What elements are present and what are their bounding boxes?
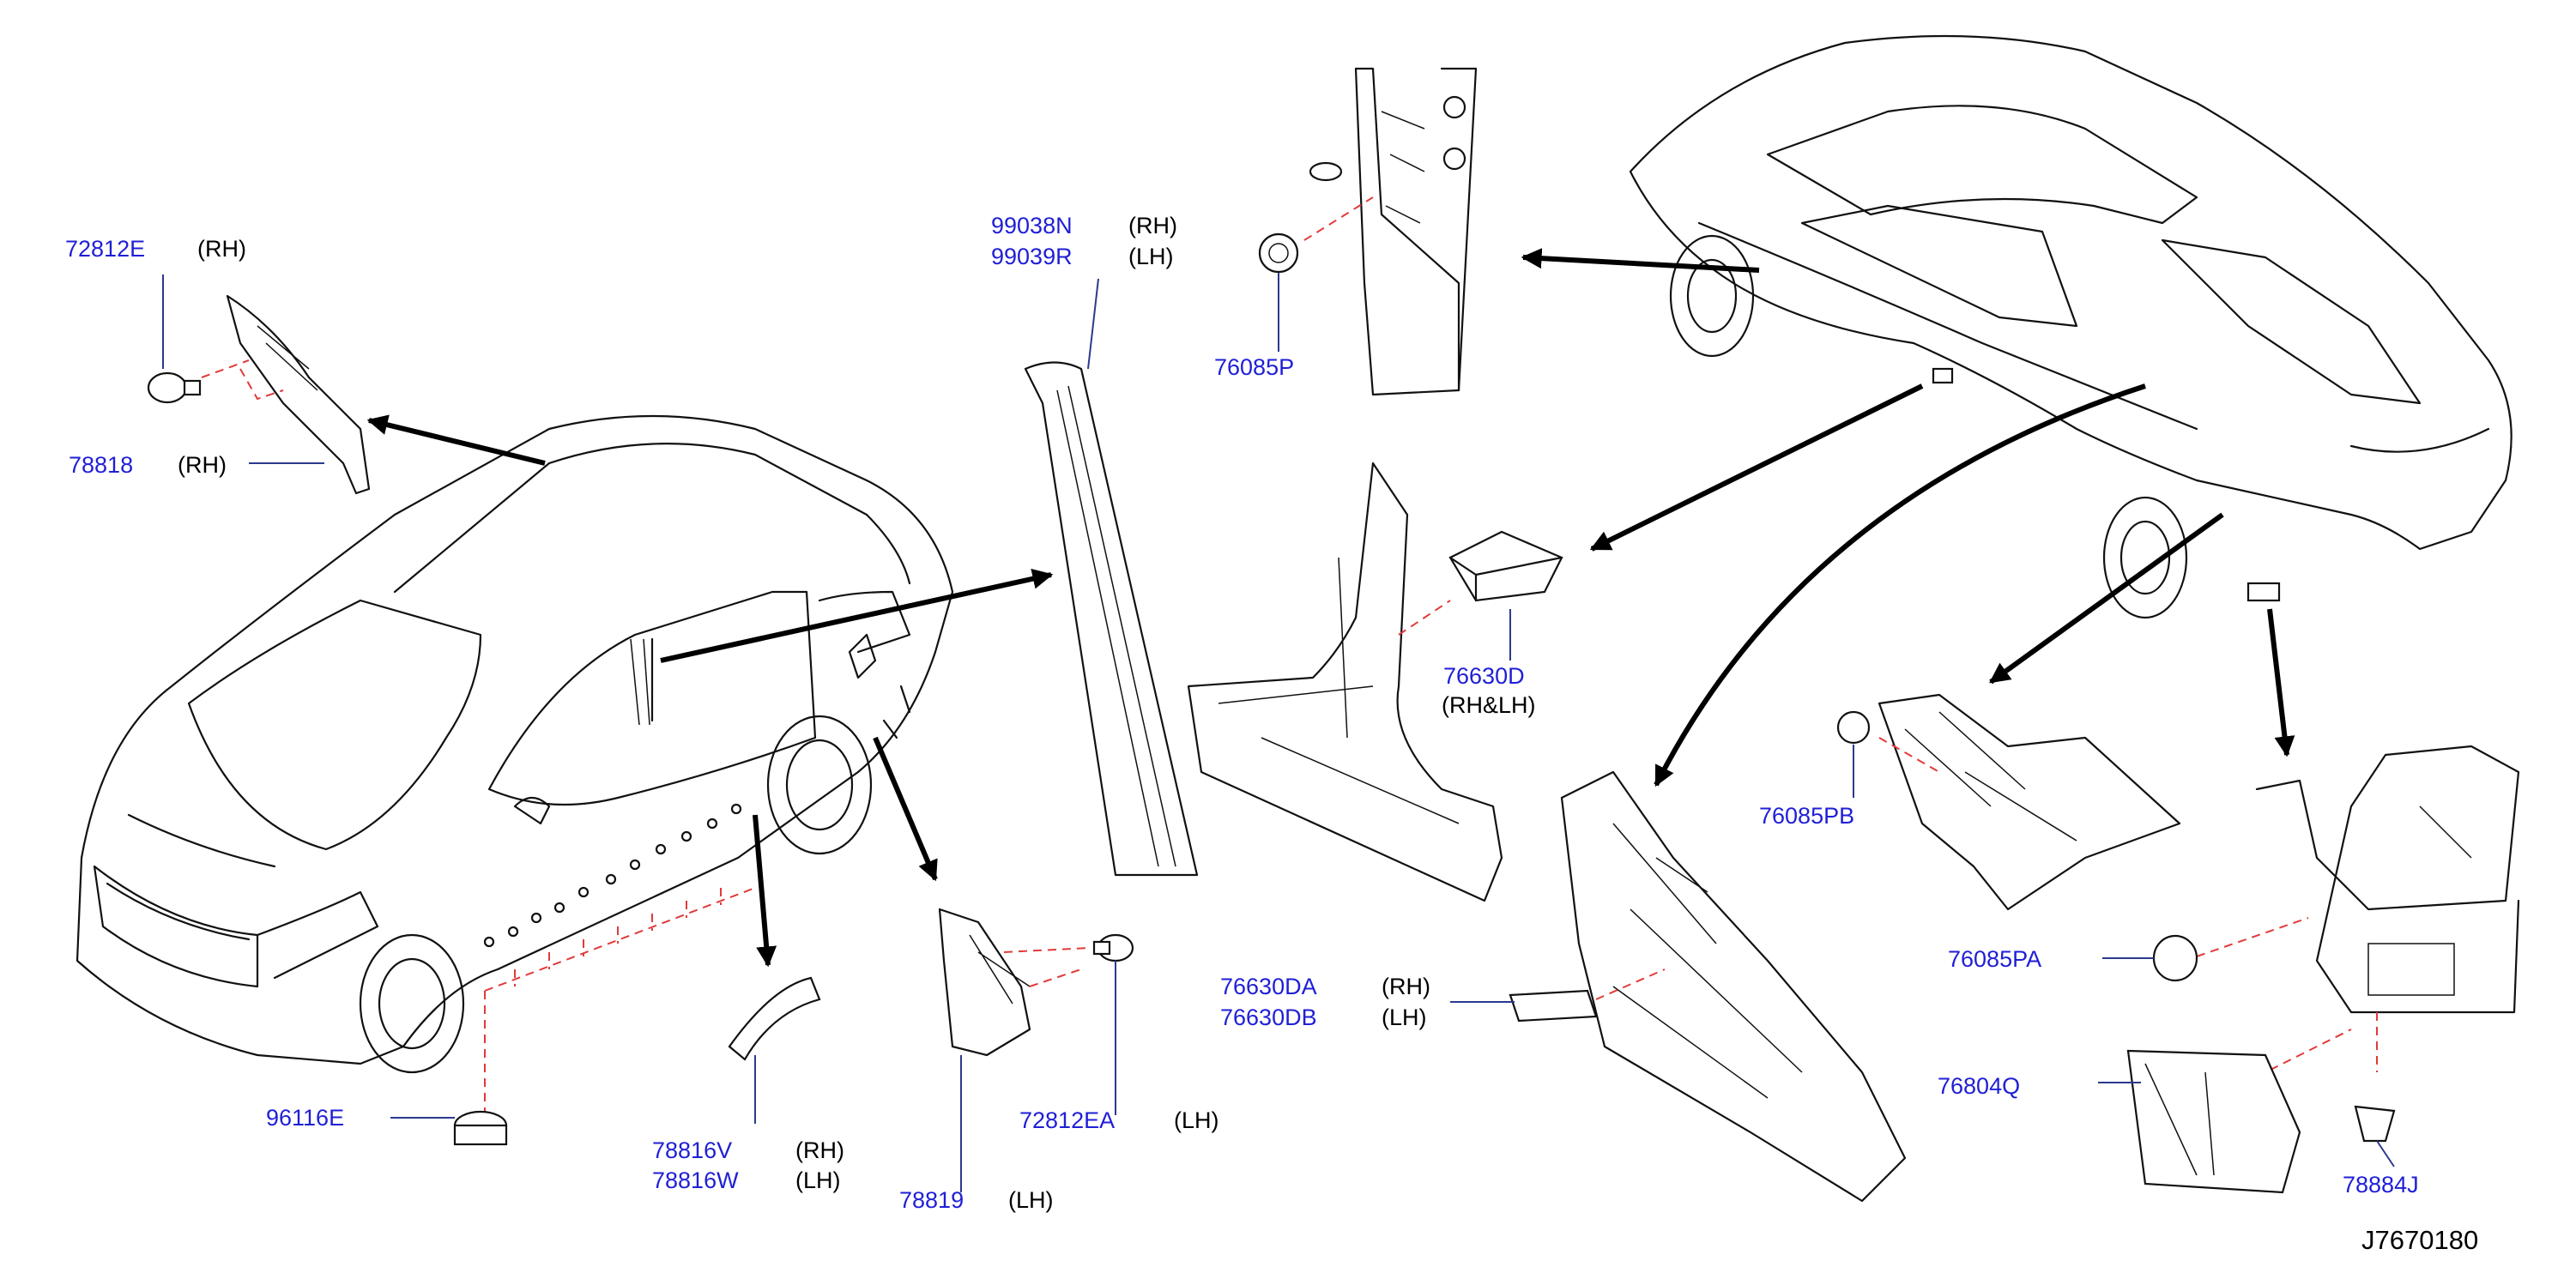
- label-76085P: 76085P: [1214, 354, 1295, 380]
- label-76630D: 76630D: [1443, 663, 1525, 689]
- label-78819-side: (LH): [1008, 1187, 1054, 1213]
- label-76630D-side: (RH&LH): [1442, 692, 1536, 718]
- label-78818: 78818: [69, 452, 134, 478]
- label-76630DA: 76630DA: [1220, 974, 1317, 999]
- label-76630DA-side: (RH): [1382, 974, 1430, 999]
- label-78816W: 78816W: [652, 1167, 739, 1193]
- quarter-inner-panel: [1836, 693, 2181, 911]
- label-99038N-side: (RH): [1128, 213, 1177, 238]
- label-72812EA-side: (LH): [1174, 1107, 1219, 1133]
- label-78816V: 78816V: [652, 1137, 733, 1163]
- label-76804Q: 76804Q: [1938, 1073, 2021, 1099]
- label-99039R: 99039R: [991, 244, 1073, 269]
- label-96116E: 96116E: [266, 1105, 345, 1131]
- label-72812E-side: (RH): [197, 236, 246, 262]
- center-pillar-panel: [1450, 770, 1907, 1203]
- car-rear-right-view: [1629, 34, 2513, 619]
- rocker-parts-lower: [390, 976, 821, 1146]
- pillar-trim-strip: [1024, 278, 1199, 877]
- b-pillar-lower: [1187, 462, 1563, 902]
- fender-guard-lh: [938, 908, 1134, 1192]
- label-99038N: 99038N: [991, 213, 1073, 238]
- label-78819: 78819: [899, 1187, 964, 1213]
- label-78816V-side: (RH): [795, 1137, 844, 1163]
- label-78818-side: (RH): [178, 452, 227, 478]
- pointer-arrows: [366, 248, 2295, 968]
- fender-guard-rh: [147, 275, 371, 495]
- label-76085PB: 76085PB: [1759, 803, 1855, 829]
- label-78884J: 78884J: [2343, 1172, 2419, 1198]
- label-99039R-side: (LH): [1128, 244, 1174, 269]
- rear-body-panel: [2098, 745, 2520, 1194]
- label-76630DB: 76630DB: [1220, 1005, 1317, 1030]
- pillar-panel-top: [1258, 67, 1478, 396]
- label-76630DB-side: (LH): [1382, 1005, 1427, 1030]
- label-76085PA: 76085PA: [1948, 946, 2042, 972]
- label-78816W-side: (LH): [795, 1167, 841, 1193]
- label-72812EA: 72812EA: [1019, 1107, 1116, 1133]
- rocker-clip-dots: [483, 803, 756, 1115]
- car-front-left-view: [76, 414, 954, 1074]
- catalog-code: J7670180: [2361, 1225, 2479, 1255]
- label-72812E: 72812E: [65, 236, 146, 262]
